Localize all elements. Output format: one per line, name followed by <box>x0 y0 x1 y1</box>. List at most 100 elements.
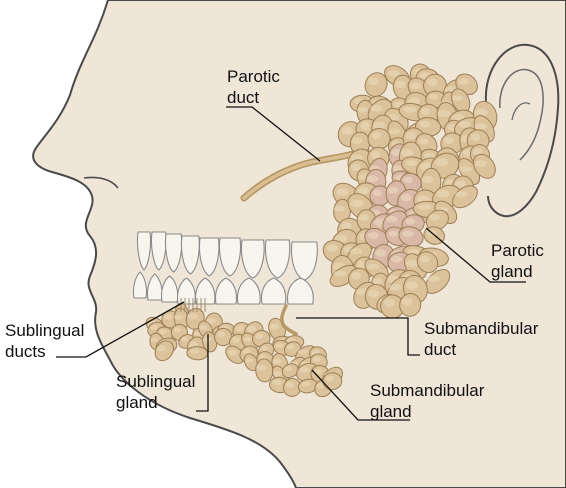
lobule-highlight <box>429 214 439 220</box>
lobule-highlight <box>368 290 379 298</box>
lobule-highlight <box>313 357 321 362</box>
lobule-highlight <box>359 214 369 221</box>
lobule-highlight <box>247 326 256 332</box>
lobule-highlight <box>157 345 167 351</box>
lobule-highlight <box>336 188 349 196</box>
lobule-highlight <box>188 313 198 319</box>
lobule-highlight <box>243 337 252 342</box>
lobule-highlight <box>367 264 379 270</box>
lobule-highlight <box>301 382 310 387</box>
lobule-highlight <box>452 95 463 101</box>
lobule-highlight <box>418 138 428 145</box>
lobule-highlight <box>352 137 362 144</box>
lobule-highlight <box>389 231 399 237</box>
lobule-highlight <box>401 194 412 202</box>
lobule-highlight <box>357 107 368 113</box>
lobule-highlight <box>385 216 397 222</box>
lobule-highlight <box>273 372 283 377</box>
gland-lobule <box>323 373 342 390</box>
lobule-highlight <box>228 350 237 355</box>
lobule-highlight <box>405 218 415 224</box>
lobule-highlight <box>217 331 225 337</box>
label-submandibular-gland: Submandibulargland <box>370 380 484 422</box>
lobule-highlight <box>326 376 335 382</box>
lobule-highlight <box>388 129 400 135</box>
lobule-highlight <box>286 382 294 388</box>
lobule-highlight <box>373 190 382 197</box>
lobule-highlight <box>370 105 382 112</box>
lobule-highlight <box>471 134 481 142</box>
lobule-highlight <box>368 78 379 86</box>
lobule-highlight <box>174 315 184 320</box>
lobule-highlight <box>429 94 438 100</box>
lobule-highlight <box>435 158 448 166</box>
lobule-highlight <box>371 151 381 159</box>
lobule-highlight <box>333 271 346 277</box>
lobule-highlight <box>384 299 394 307</box>
lobule-highlight <box>273 359 282 364</box>
lobule-highlight <box>388 70 400 76</box>
lobule-highlight <box>427 276 440 282</box>
lobule-highlight <box>427 78 437 86</box>
lobule-highlight <box>269 324 279 330</box>
lobule-highlight <box>406 282 419 290</box>
lobule-highlight <box>455 191 468 197</box>
lobule-highlight <box>389 284 402 290</box>
lobule-highlight <box>401 149 414 157</box>
lobule-highlight <box>300 367 310 373</box>
lobule-highlight <box>358 187 369 195</box>
lobule-highlight <box>350 248 362 254</box>
lobule-highlight <box>393 166 402 172</box>
lobule-highlight <box>459 78 469 85</box>
lobule-highlight <box>444 137 454 144</box>
lobule-highlight <box>272 380 281 385</box>
lobule-highlight <box>351 272 361 279</box>
lobule-highlight <box>372 132 381 140</box>
lobule-highlight <box>327 245 338 252</box>
lobule-highlight <box>351 200 364 207</box>
lobule-highlight <box>232 337 239 343</box>
lobule-highlight <box>403 177 413 184</box>
lobule-highlight <box>405 160 417 166</box>
lobule-highlight <box>418 204 431 210</box>
lobule-highlight <box>236 326 244 332</box>
label-parotid-gland: Paroticgland <box>491 240 544 282</box>
lobule-highlight <box>342 126 353 134</box>
lobule-highlight <box>375 249 386 256</box>
label-submandibular-duct: Submandibularduct <box>424 318 538 360</box>
lobule-highlight <box>475 160 487 167</box>
lobule-highlight <box>395 81 406 88</box>
lobule-highlight <box>474 123 487 129</box>
lobule-highlight <box>256 365 266 371</box>
lobule-highlight <box>151 338 159 343</box>
lobule-highlight <box>406 260 418 267</box>
lobule-highlight <box>190 349 199 354</box>
sublingual-ducts <box>181 298 205 312</box>
lobule-highlight <box>159 329 166 334</box>
lobule-highlight <box>391 256 401 263</box>
lobule-highlight <box>261 346 268 351</box>
lobule-highlight <box>164 314 172 320</box>
lobule-highlight <box>411 83 422 89</box>
lobule-highlight <box>406 132 416 140</box>
lobule-highlight <box>298 349 308 353</box>
lobule-highlight <box>199 325 207 329</box>
lobule-highlight <box>403 107 416 113</box>
lobule-highlight <box>402 298 412 305</box>
lobule-highlight <box>373 278 383 284</box>
lobule-highlight <box>203 337 212 342</box>
lobule-highlight <box>361 122 370 130</box>
lobule-highlight <box>276 343 284 348</box>
lobule-highlight <box>420 256 430 263</box>
lobule-highlight <box>437 110 450 117</box>
lobule-highlight <box>351 164 361 171</box>
lobule-highlight <box>437 190 450 198</box>
lobule-highlight <box>387 187 398 194</box>
lobule-highlight <box>284 367 291 372</box>
lobule-highlight <box>368 232 379 239</box>
lobule-highlight <box>458 121 470 127</box>
lobule-highlight <box>459 166 472 172</box>
label-parotid-duct: Paroticduct <box>227 66 280 108</box>
